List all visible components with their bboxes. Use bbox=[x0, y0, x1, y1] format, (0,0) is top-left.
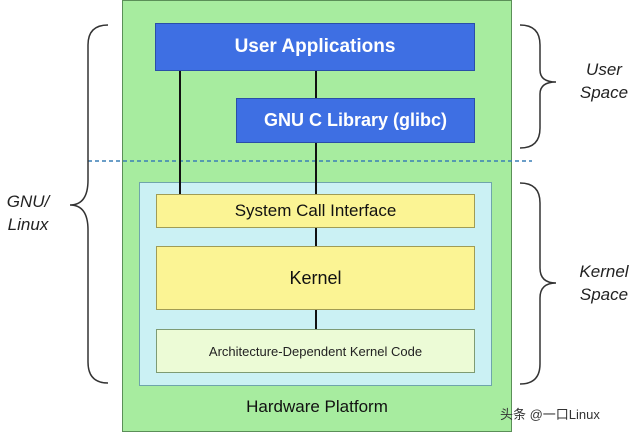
gnu-linux-label-line2: Linux bbox=[7, 215, 49, 234]
user-space-label-line1: User bbox=[586, 60, 622, 79]
user-applications-box: User Applications bbox=[155, 23, 475, 71]
kernel-space-label: Kernel Space bbox=[568, 260, 640, 306]
gnu-linux-label-line1: GNU/ bbox=[6, 192, 50, 211]
user-space-label: User Space bbox=[568, 58, 640, 104]
watermark: 头条 @一口Linux bbox=[500, 407, 600, 422]
user-space-label-line2: Space bbox=[579, 83, 629, 102]
hardware-platform-label: Hardware Platform bbox=[246, 397, 388, 416]
glibc-box: GNU C Library (glibc) bbox=[236, 98, 475, 143]
kernel-space-bracket bbox=[519, 182, 557, 385]
kernel-space-label-line1: Kernel bbox=[579, 262, 629, 281]
kernel-space-label-line2: Space bbox=[579, 285, 629, 304]
system-call-interface-box: System Call Interface bbox=[156, 194, 475, 228]
gnu-linux-bracket bbox=[69, 24, 109, 384]
arch-dependent-code-box: Architecture-Dependent Kernel Code bbox=[156, 329, 475, 373]
gnu-linux-label: GNU/ Linux bbox=[0, 190, 56, 236]
kernel-box: Kernel bbox=[156, 246, 475, 310]
user-space-bracket bbox=[519, 24, 557, 149]
